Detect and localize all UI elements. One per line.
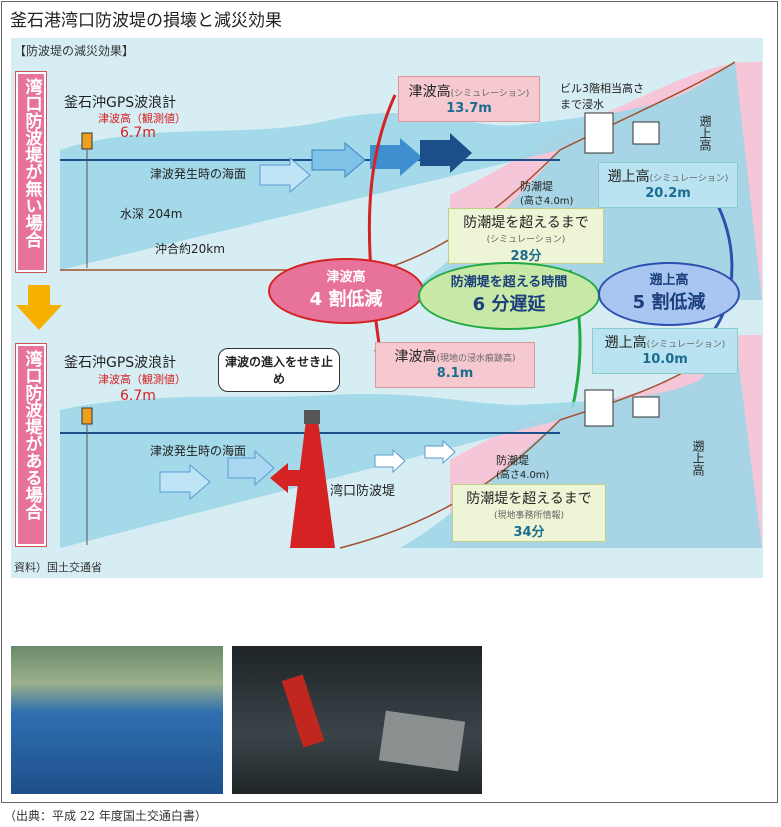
top-building-tall bbox=[584, 112, 614, 154]
bottom-runup-box: 遡上高(シミュレーション) 10.0m bbox=[592, 328, 738, 374]
top-seawall-height: (高さ4.0m) bbox=[520, 196, 574, 207]
breakwater-cap bbox=[304, 410, 320, 424]
bottom-tsunami-height-note: (現地の浸水痕跡高) bbox=[436, 354, 516, 364]
runup-reduction-value: 5 割低減 bbox=[632, 292, 706, 313]
damaged-breakwater-photo bbox=[232, 646, 482, 794]
tsunami-reduction-title: 津波高 bbox=[326, 270, 366, 285]
bottom-seawall-label: 防潮堤 bbox=[496, 454, 529, 467]
blocked-wave-arrow bbox=[270, 463, 306, 493]
bottom-wave-arrow-3 bbox=[374, 448, 406, 474]
runup-reduction-oval: 遡上高 5 割低減 bbox=[598, 262, 740, 326]
top-sea-surface-label: 津波発生時の海面 bbox=[150, 167, 247, 181]
bottom-wave-arrow-1 bbox=[159, 463, 211, 501]
debris bbox=[378, 710, 466, 772]
top-overtop-note: (シミュレーション) bbox=[486, 235, 566, 245]
top-wave-arrow-3 bbox=[370, 138, 422, 176]
breakwater-structure bbox=[290, 420, 335, 548]
top-house bbox=[632, 121, 660, 145]
runup-reduction-title: 遡上高 bbox=[649, 273, 689, 288]
bottom-runup-label: 遡上高 bbox=[604, 335, 647, 351]
top-runup-note: (シミュレーション) bbox=[649, 174, 729, 184]
figure-frame bbox=[1, 1, 778, 803]
bottom-tsunami-height-value: 8.1m bbox=[436, 366, 474, 381]
top-overtop-box: 防潮堤を超えるまで (シミュレーション) 28分 bbox=[448, 208, 604, 264]
diagram-subtitle: 【防波堤の減災効果】 bbox=[14, 44, 135, 58]
bottom-buoy bbox=[81, 407, 93, 425]
top-depth-label: 水深 204m bbox=[120, 207, 183, 221]
top-seabed bbox=[60, 61, 736, 271]
delay-value: 6 分遅延 bbox=[472, 294, 546, 315]
top-buoy-label: 釜石沖GPS波浪計 bbox=[64, 95, 177, 111]
credit-note: （出典：平成 22 年度国土交通白書） bbox=[4, 809, 207, 823]
aerial-bay-photo bbox=[11, 646, 223, 794]
tsunami-reduction-oval: 津波高 4 割低減 bbox=[268, 258, 424, 324]
bottom-buoy-label: 釜石沖GPS波浪計 bbox=[64, 355, 177, 371]
bottom-wave-arrow-4 bbox=[424, 439, 456, 465]
bottom-breakwater-label: 湾口防波堤 bbox=[330, 484, 396, 499]
top-tsunami-height-box: 津波高(シミュレーション) 13.7m bbox=[398, 76, 540, 122]
bottom-wave-obs-value: 6.7m bbox=[120, 388, 156, 404]
top-wave-arrow-4 bbox=[420, 133, 472, 173]
delay-oval: 防潮堤を超える時間 6 分遅延 bbox=[418, 262, 600, 330]
top-building-note: ビル3階相当高さまで浸水 bbox=[560, 82, 644, 111]
bottom-overtop-box: 防潮堤を超えるまで (現地事務所情報) 34分 bbox=[452, 484, 606, 542]
top-tsunami-height-label: 津波高 bbox=[408, 84, 451, 100]
top-tsunami-height-note: (シミュレーション) bbox=[450, 89, 530, 99]
bottom-runup-note: (シミュレーション) bbox=[646, 340, 726, 350]
bottom-overtop-note: (現地事務所情報) bbox=[493, 511, 565, 521]
bottom-house bbox=[632, 396, 660, 418]
bottom-seawall-height: (高さ4.0m) bbox=[496, 470, 550, 481]
bottom-runup-vertical: 遡上高 bbox=[691, 440, 705, 476]
bottom-tsunami-height-box: 津波高(現地の浸水痕跡高) 8.1m bbox=[375, 342, 535, 388]
top-wave-obs-label: 津波高（観測値） bbox=[98, 112, 186, 125]
bottom-runup-value: 10.0m bbox=[642, 352, 688, 367]
transition-arrow bbox=[16, 285, 62, 330]
bottom-overtop-label: 防潮堤を超えるまで bbox=[466, 491, 592, 507]
breakwater-callout: 津波の進入をせき止め bbox=[218, 348, 340, 392]
top-tsunami-height-value: 13.7m bbox=[446, 101, 492, 116]
top-runup-box: 遡上高(シミュレーション) 20.2m bbox=[598, 162, 738, 208]
tsunami-reduction-value: 4 割低減 bbox=[309, 289, 383, 310]
delay-title: 防潮堤を超える時間 bbox=[450, 275, 568, 290]
page-title: 釜石港湾口防波堤の損壊と減災効果 bbox=[10, 11, 282, 31]
top-side-label: 湾口防波堤が無い場合 bbox=[16, 72, 46, 272]
collapsed-lighthouse bbox=[281, 674, 325, 748]
bottom-sea-surface-label: 津波発生時の海面 bbox=[150, 444, 247, 458]
bottom-tsunami-height-label: 津波高 bbox=[394, 349, 437, 365]
bottom-wave-arrow-2 bbox=[227, 449, 275, 487]
top-overtop-value: 28分 bbox=[510, 249, 542, 264]
top-runup-value: 20.2m bbox=[645, 186, 691, 201]
top-runup-label: 遡上高 bbox=[607, 169, 650, 185]
top-wave-arrow-1 bbox=[259, 156, 311, 194]
top-wave-obs-value: 6.7m bbox=[120, 125, 156, 141]
top-wave-arrow-2 bbox=[311, 141, 366, 179]
bottom-wave-obs-label: 津波高（観測値） bbox=[98, 373, 186, 386]
top-seawall-label: 防潮堤 bbox=[520, 180, 553, 193]
bottom-side-label: 湾口防波堤がある場合 bbox=[16, 344, 46, 546]
top-offshore-label: 沖合約20km bbox=[155, 242, 225, 256]
top-buoy bbox=[81, 132, 93, 150]
top-overtop-label: 防潮堤を超えるまで bbox=[463, 215, 589, 231]
bottom-overtop-value: 34分 bbox=[513, 525, 545, 540]
bottom-building-tall bbox=[584, 389, 614, 427]
source-note: 資料）国土交通省 bbox=[14, 561, 102, 574]
top-runup-vertical: 遡上高 bbox=[698, 115, 712, 151]
